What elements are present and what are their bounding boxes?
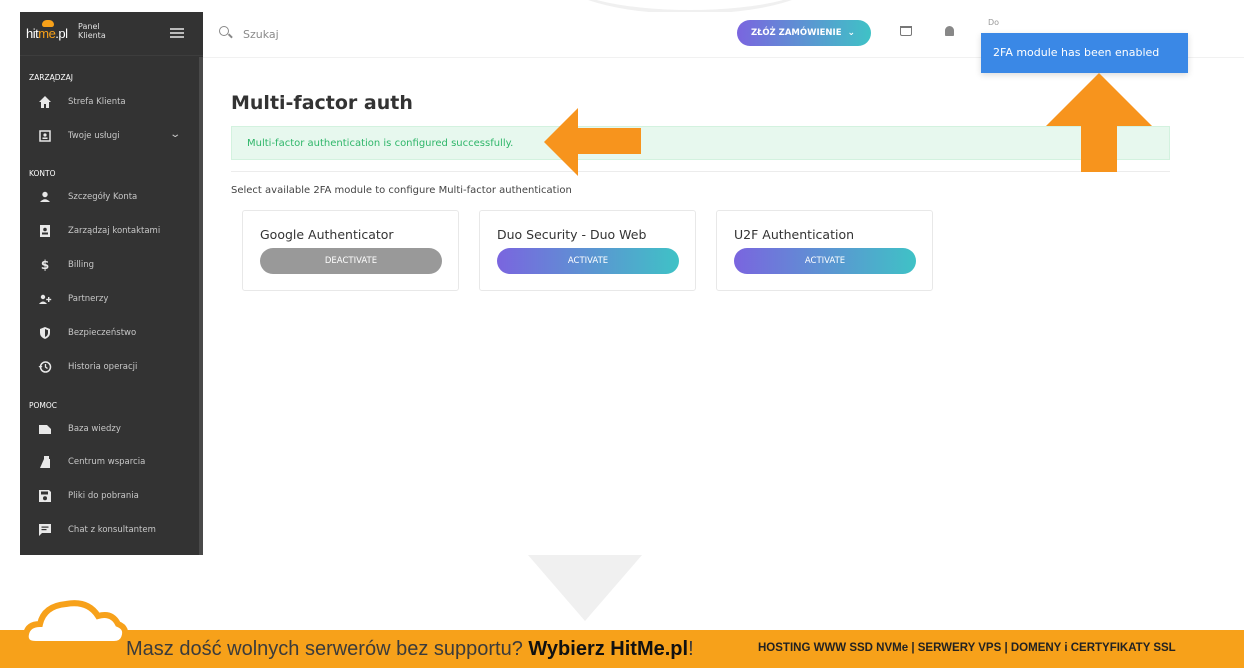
order-button[interactable]: ZŁÓŻ ZAMÓWIENIE ⌄ xyxy=(737,20,871,46)
logo-text: hitme.pl xyxy=(26,26,68,41)
section-konto: KONTO xyxy=(29,169,56,178)
arrow-left-icon xyxy=(544,108,641,176)
page-title: Multi-factor auth xyxy=(231,92,413,114)
chevron-down-icon: ⌄ xyxy=(847,28,855,38)
logo-text-part: .pl xyxy=(55,26,68,41)
bell-icon[interactable] xyxy=(945,26,954,36)
sidebar-item-pliki-do-pobrania[interactable]: Pliki do pobrania xyxy=(20,485,199,507)
banner-text: Masz dość wolnych serwerów bez supportu?… xyxy=(126,638,694,661)
sidebar-item-label: Twoje usługi xyxy=(68,131,120,141)
success-alert: Multi-factor authentication is configure… xyxy=(231,126,1170,160)
logo-text-part: hit xyxy=(26,26,39,41)
partners-icon xyxy=(38,292,52,306)
sidebar-item-centrum-wsparcia[interactable]: Centrum wsparcia xyxy=(20,451,199,473)
module-card-duo: Duo Security - Duo Web ACTIVATE xyxy=(479,210,696,291)
topbar-right-partial[interactable]: Do xyxy=(988,18,1000,27)
sidebar-item-label: Strefa Klienta xyxy=(68,97,126,107)
save-icon xyxy=(38,489,52,503)
sidebar-item-partnerzy[interactable]: Partnerzy xyxy=(20,288,199,310)
activate-button[interactable]: ACTIVATE xyxy=(734,248,916,274)
decorative-triangle xyxy=(528,555,642,621)
chevron-down-icon[interactable]: ⌄ xyxy=(168,129,181,140)
chat-icon xyxy=(38,523,52,537)
dollar-icon: $ xyxy=(40,258,50,272)
banner-text-part: Masz dość wolnych serwerów bez supportu? xyxy=(126,638,529,660)
sidebar-item-baza-wiedzy[interactable]: Baza wiedzy xyxy=(20,418,199,440)
sidebar-scrollbar[interactable] xyxy=(199,57,203,555)
order-button-label: ZŁÓŻ ZAMÓWIENIE xyxy=(751,28,842,38)
banner-text-part: ! xyxy=(688,638,694,660)
sidebar-item-chat[interactable]: Chat z konsultantem xyxy=(20,519,199,541)
arrow-up-icon xyxy=(1046,73,1152,172)
activate-button[interactable]: ACTIVATE xyxy=(497,248,679,274)
module-card-u2f: U2F Authentication ACTIVATE xyxy=(716,210,933,291)
sidebar-item-historia-operacji[interactable]: Historia operacji xyxy=(20,356,199,378)
divider xyxy=(231,171,1170,172)
search-input[interactable] xyxy=(243,24,543,44)
section-pomoc: POMOC xyxy=(29,401,58,410)
sidebar-item-label: Chat z konsultantem xyxy=(68,525,156,535)
sidebar-item-szczegoly-konta[interactable]: Szczegóły Konta xyxy=(20,186,199,208)
sidebar-item-label: Centrum wsparcia xyxy=(68,457,146,467)
sidebar-item-label: Pliki do pobrania xyxy=(68,491,139,501)
module-description: Select available 2FA module to configure… xyxy=(231,185,572,196)
topbar: ZŁÓŻ ZAMÓWIENIE ⌄ Do xyxy=(203,12,1244,58)
module-name: Duo Security - Duo Web xyxy=(497,227,647,242)
sidebar-item-billing[interactable]: $ Billing xyxy=(20,254,199,276)
logo-panel-label: Panel Klienta xyxy=(78,22,106,40)
cart-icon[interactable] xyxy=(900,26,912,36)
contacts-icon xyxy=(38,224,52,238)
sidebar-item-label: Baza wiedzy xyxy=(68,424,121,434)
sidebar-item-bezpieczenstwo[interactable]: Bezpieczeństwo xyxy=(20,322,199,344)
logo-cloud-icon xyxy=(42,20,54,27)
history-icon xyxy=(38,360,52,374)
deactivate-button[interactable]: DEACTIVATE xyxy=(260,248,442,274)
search-icon[interactable] xyxy=(219,26,229,36)
sidebar-item-strefa-klienta[interactable]: Strefa Klienta xyxy=(20,91,199,113)
module-name: U2F Authentication xyxy=(734,227,855,242)
sidebar: hitme.pl Panel Klienta ZARZĄDZAJ Strefa … xyxy=(20,12,203,555)
sidebar-item-label: Zarządzaj kontaktami xyxy=(68,226,161,236)
services-icon xyxy=(38,129,52,143)
logo-text-accent: me xyxy=(38,26,56,41)
module-card-google: Google Authenticator DEACTIVATE xyxy=(242,210,459,291)
sidebar-item-label: Szczegóły Konta xyxy=(68,192,138,202)
cloud-logo-icon xyxy=(22,600,129,647)
banner-services: HOSTING WWW SSD NVMe | SERWERY VPS | DOM… xyxy=(758,642,1176,654)
banner-brand: Wybierz HitMe.pl xyxy=(528,638,689,660)
sidebar-item-twoje-uslugi[interactable]: Twoje usługi ⌄ xyxy=(20,125,199,147)
home-icon xyxy=(38,95,52,109)
logo[interactable]: hitme.pl Panel Klienta xyxy=(20,12,203,56)
shield-icon xyxy=(38,326,52,340)
sidebar-item-zarzadzaj-kontaktami[interactable]: Zarządzaj kontaktami xyxy=(20,220,199,242)
menu-toggle-icon[interactable] xyxy=(170,28,184,38)
sidebar-item-label: Bezpieczeństwo xyxy=(68,328,137,338)
sidebar-item-label: Partnerzy xyxy=(68,294,109,304)
module-name: Google Authenticator xyxy=(260,227,394,242)
support-icon xyxy=(38,455,52,469)
section-zarzadzaj: ZARZĄDZAJ xyxy=(29,73,74,82)
user-icon xyxy=(38,190,52,204)
folder-icon xyxy=(38,422,52,436)
toast-notification[interactable]: 2FA module has been enabled xyxy=(981,33,1188,73)
sidebar-item-label: Historia operacji xyxy=(68,362,138,372)
promo-banner[interactable]: Masz dość wolnych serwerów bez supportu?… xyxy=(0,630,1244,668)
sidebar-item-label: Billing xyxy=(68,260,95,270)
